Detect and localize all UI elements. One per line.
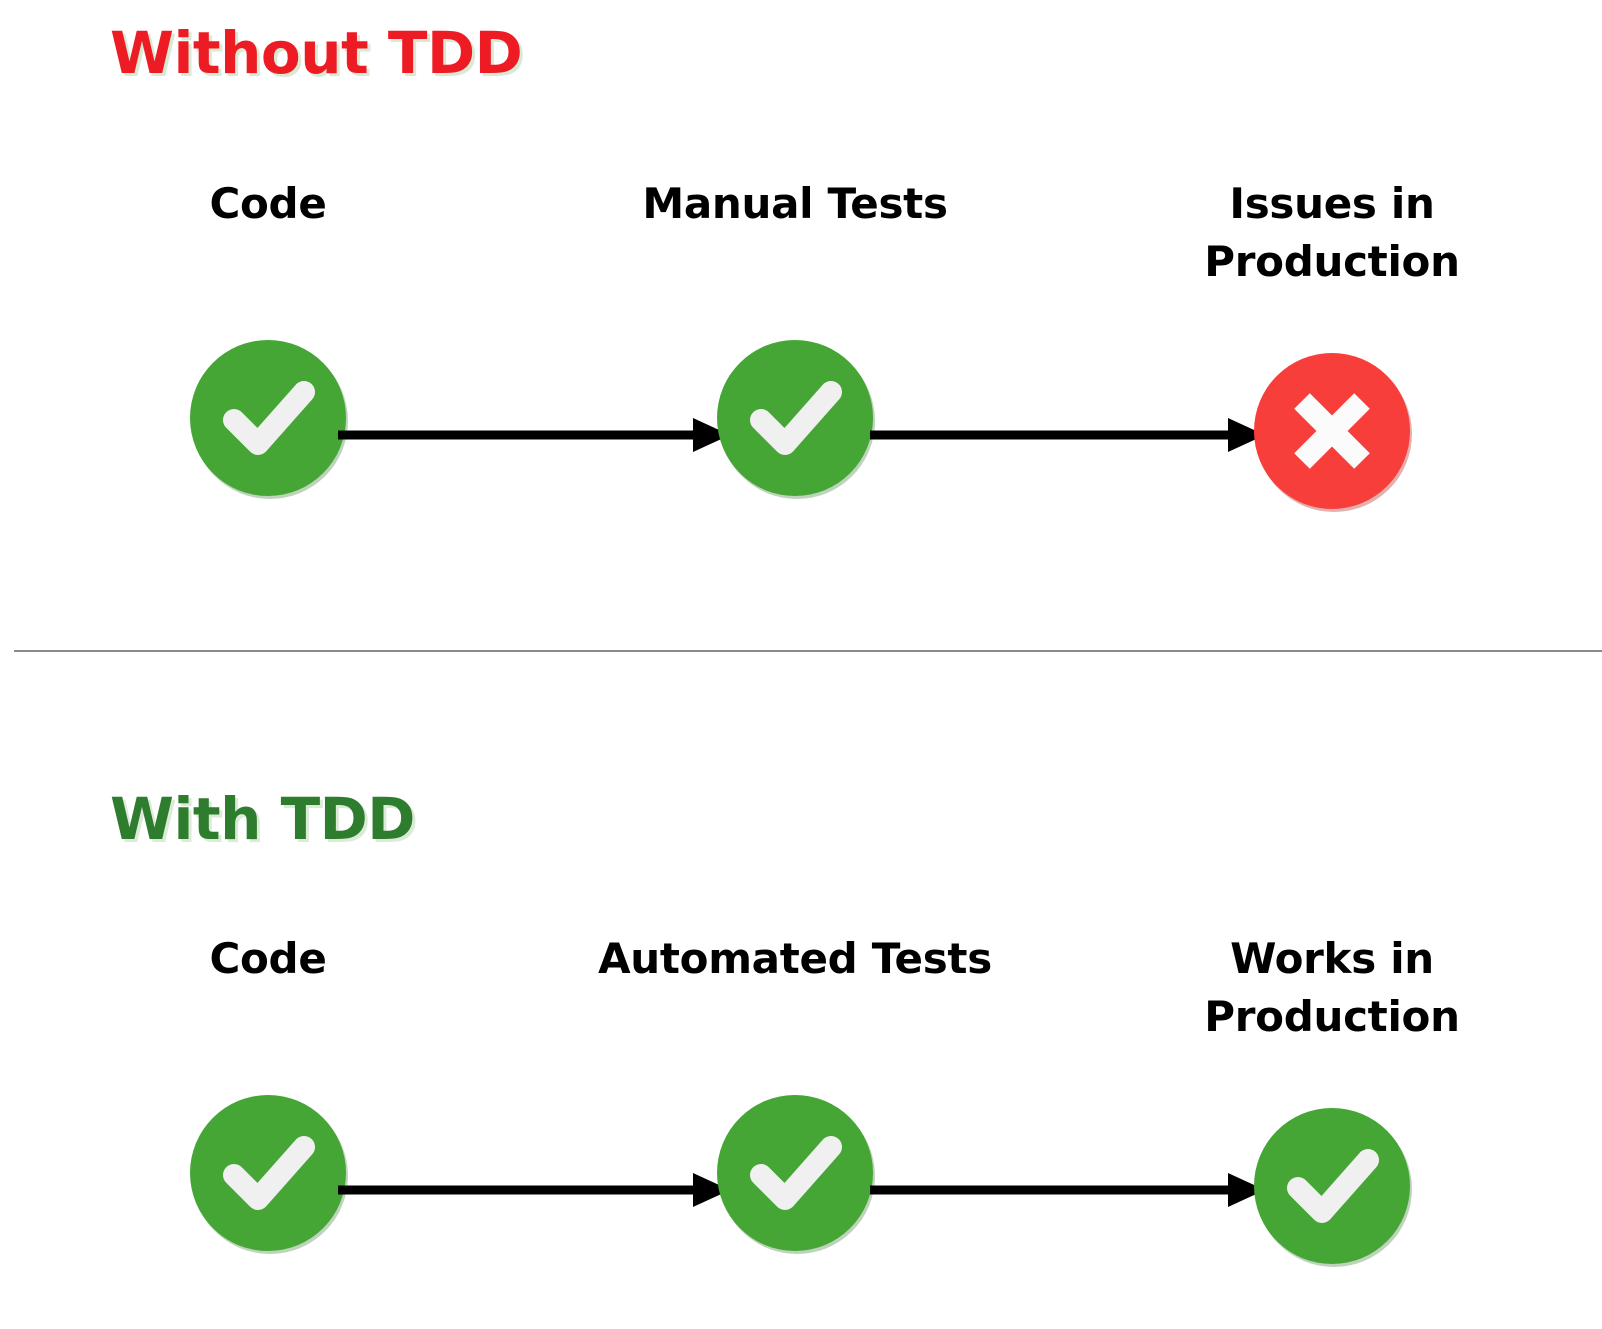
node-label: Issues in Production — [1204, 179, 1460, 286]
node-label: Code — [209, 934, 327, 983]
node-automated-tests: Automated Tests — [595, 930, 995, 1251]
node-label: Automated Tests — [598, 934, 992, 983]
cross-circle-icon — [1254, 353, 1410, 509]
arrow-code-to-automated-tests — [338, 1170, 730, 1210]
node-label: Manual Tests — [642, 179, 948, 228]
section-title-without-tdd: Without TDD — [110, 19, 523, 87]
section-title-with-tdd: With TDD — [110, 785, 415, 853]
node-manual-tests: Manual Tests — [595, 175, 995, 496]
arrow-automated-tests-to-works — [870, 1170, 1265, 1210]
check-circle-icon — [190, 340, 346, 496]
node-label: Works in Production — [1204, 934, 1460, 1041]
node-works-in-production: Works in Production — [1132, 930, 1532, 1264]
flow-row-with-tdd: Code Automated Tests — [0, 930, 1602, 1264]
check-circle-icon — [1254, 1108, 1410, 1264]
check-circle-icon — [717, 1095, 873, 1251]
check-circle-icon — [717, 340, 873, 496]
arrow-manual-tests-to-issues — [870, 415, 1265, 455]
arrow-code-to-manual-tests — [338, 415, 730, 455]
node-issues-in-production: Issues in Production — [1132, 175, 1532, 509]
flow-row-without-tdd: Code Manual Tests — [0, 175, 1602, 509]
section-divider — [14, 650, 1602, 652]
node-code-with-tdd: Code — [68, 930, 468, 1251]
node-label: Code — [209, 179, 327, 228]
check-circle-icon — [190, 1095, 346, 1251]
node-code-without-tdd: Code — [68, 175, 468, 496]
